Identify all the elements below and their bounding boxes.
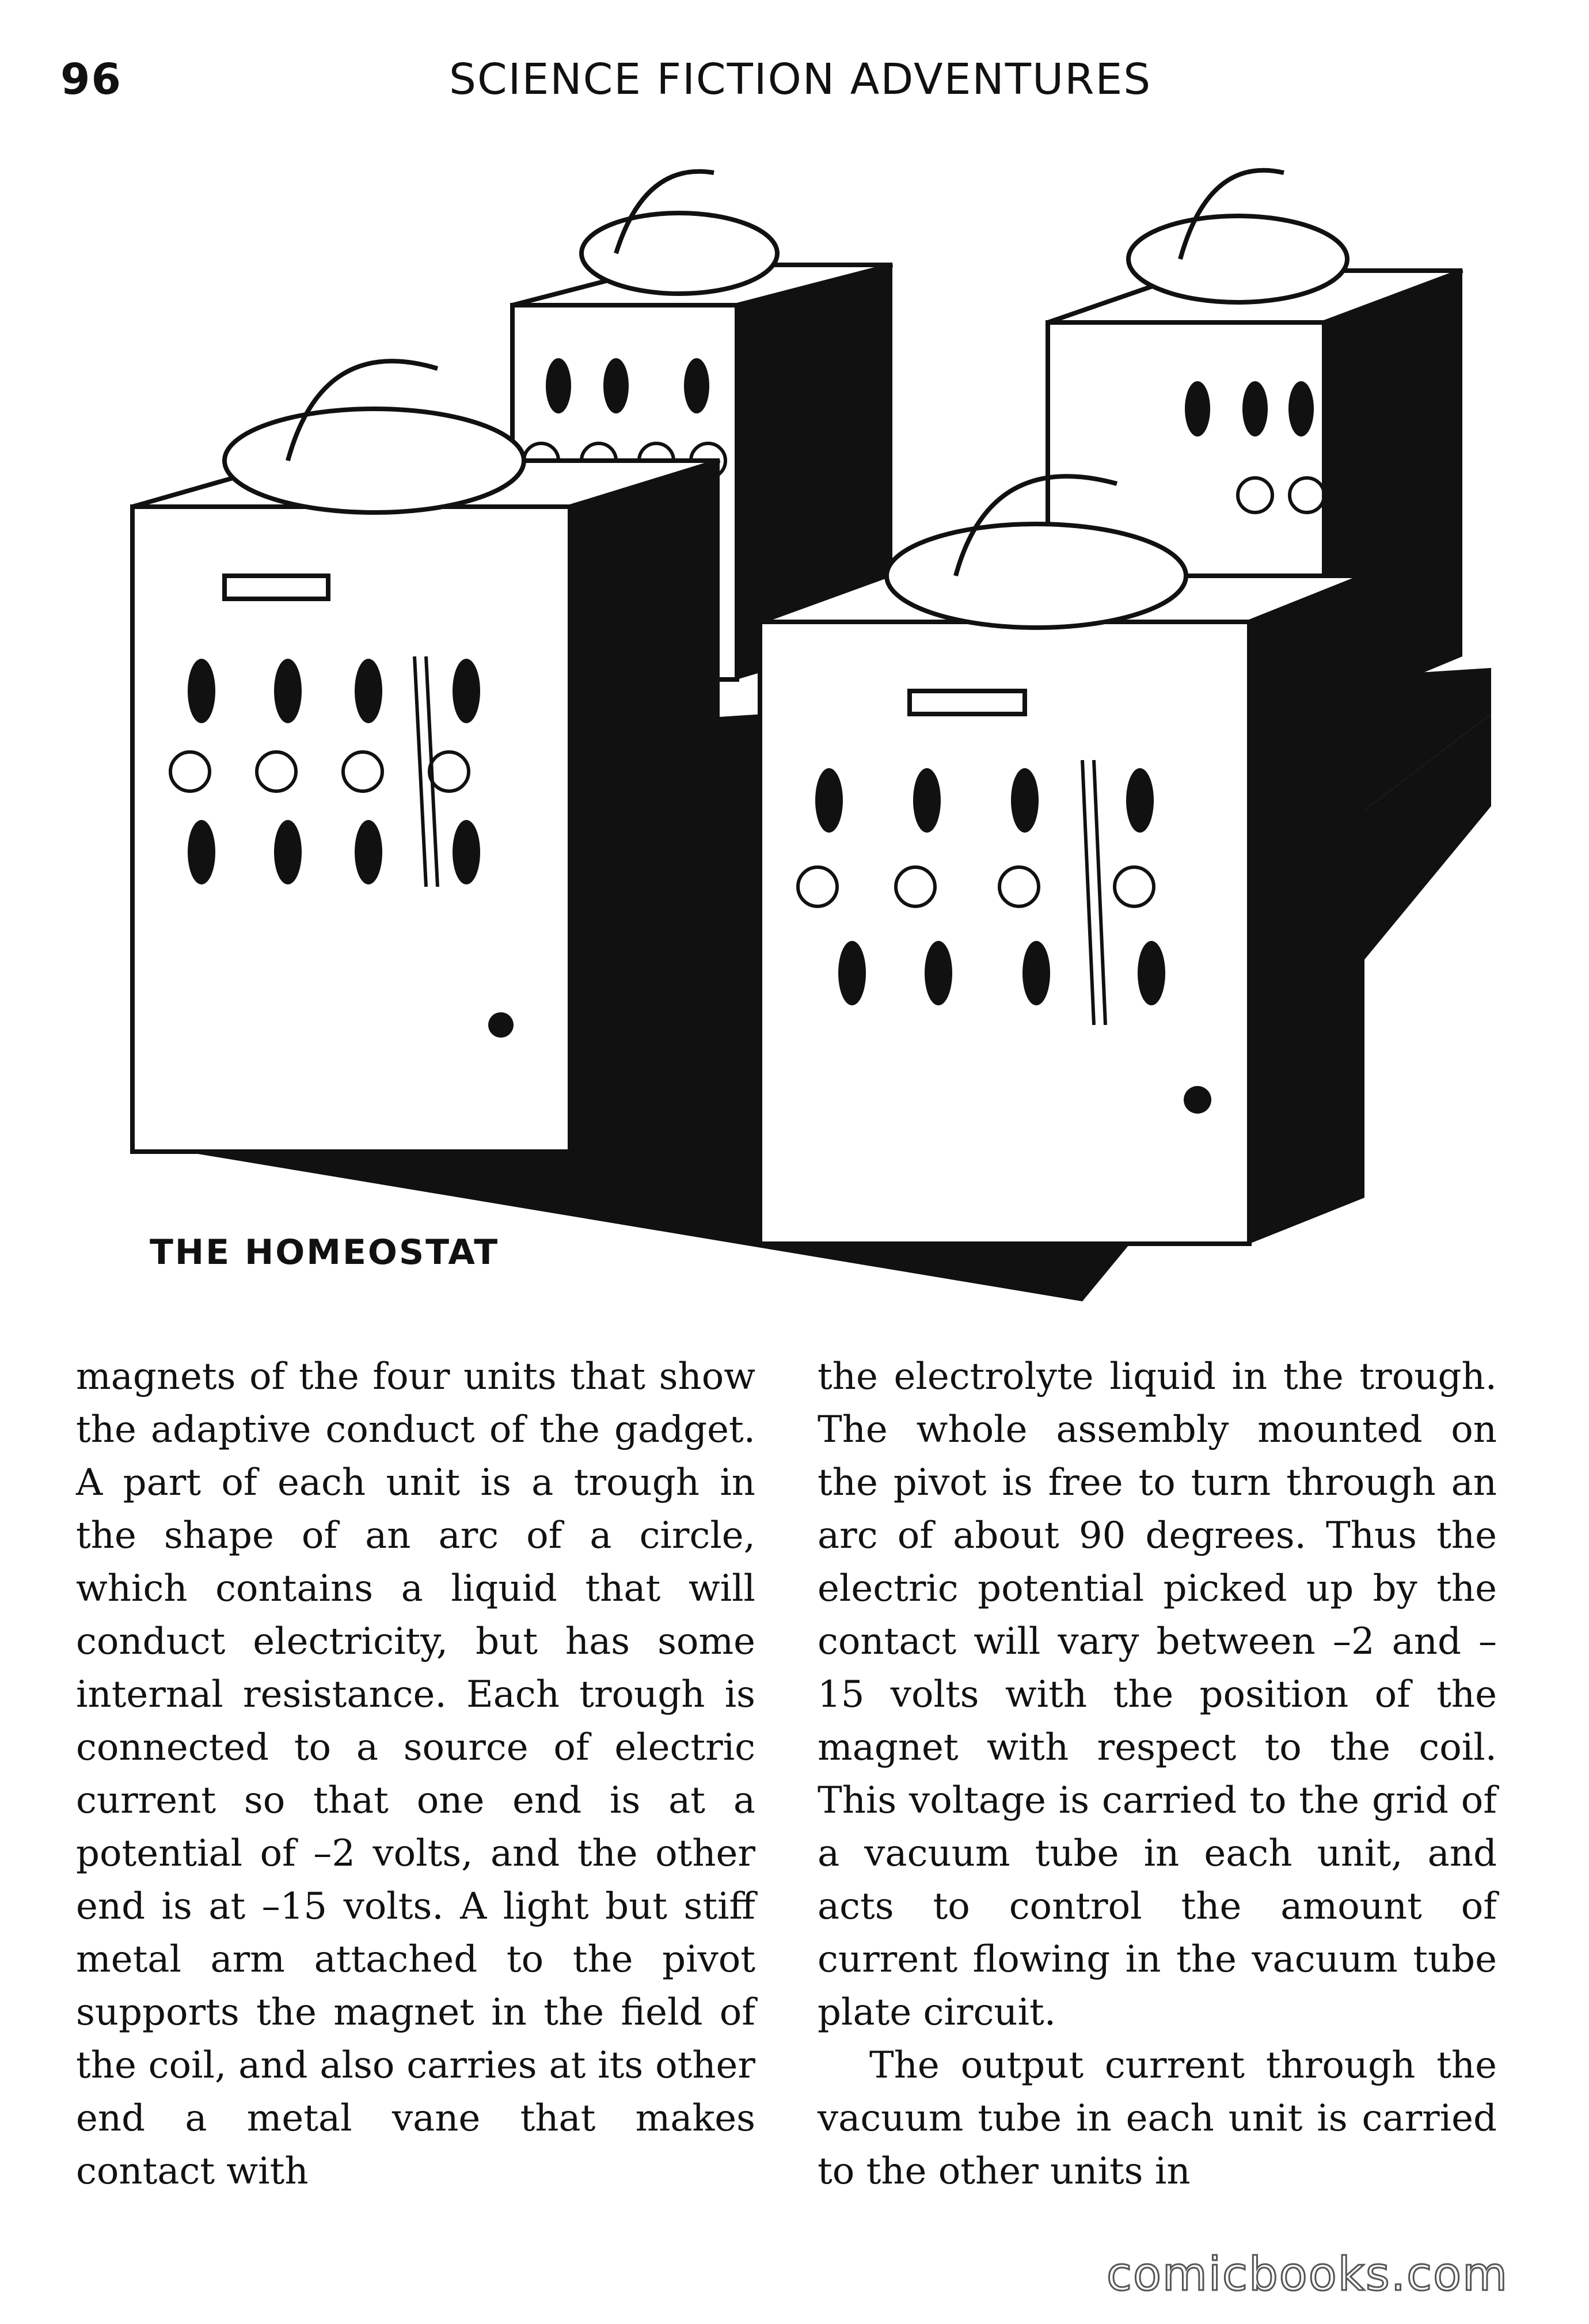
figure-caption: THE HOMEOSTAT <box>150 1232 500 1273</box>
running-title: SCIENCE FICTION ADVENTURES <box>449 55 1152 104</box>
unit-front-left <box>130 359 721 1154</box>
homeostat-illustration <box>130 168 1491 1301</box>
paragraph: The output current through the vacuum tu… <box>818 2044 1497 2193</box>
page-number: 96 <box>60 55 122 104</box>
watermark: comicbooks.com <box>1105 2247 1508 2302</box>
paragraph: the electrolyte liquid in the trough. Th… <box>818 1355 1497 2034</box>
paragraph: magnets of the four units that show the … <box>76 1355 755 2193</box>
page-header: 96 SCIENCE FICTION ADVENTURES <box>0 55 1589 135</box>
text-column-left: magnets of the four units that show the … <box>76 1350 755 2198</box>
text-column-right: the electrolyte liquid in the trough. Th… <box>818 1350 1497 2198</box>
unit-front-right <box>758 474 1366 1246</box>
